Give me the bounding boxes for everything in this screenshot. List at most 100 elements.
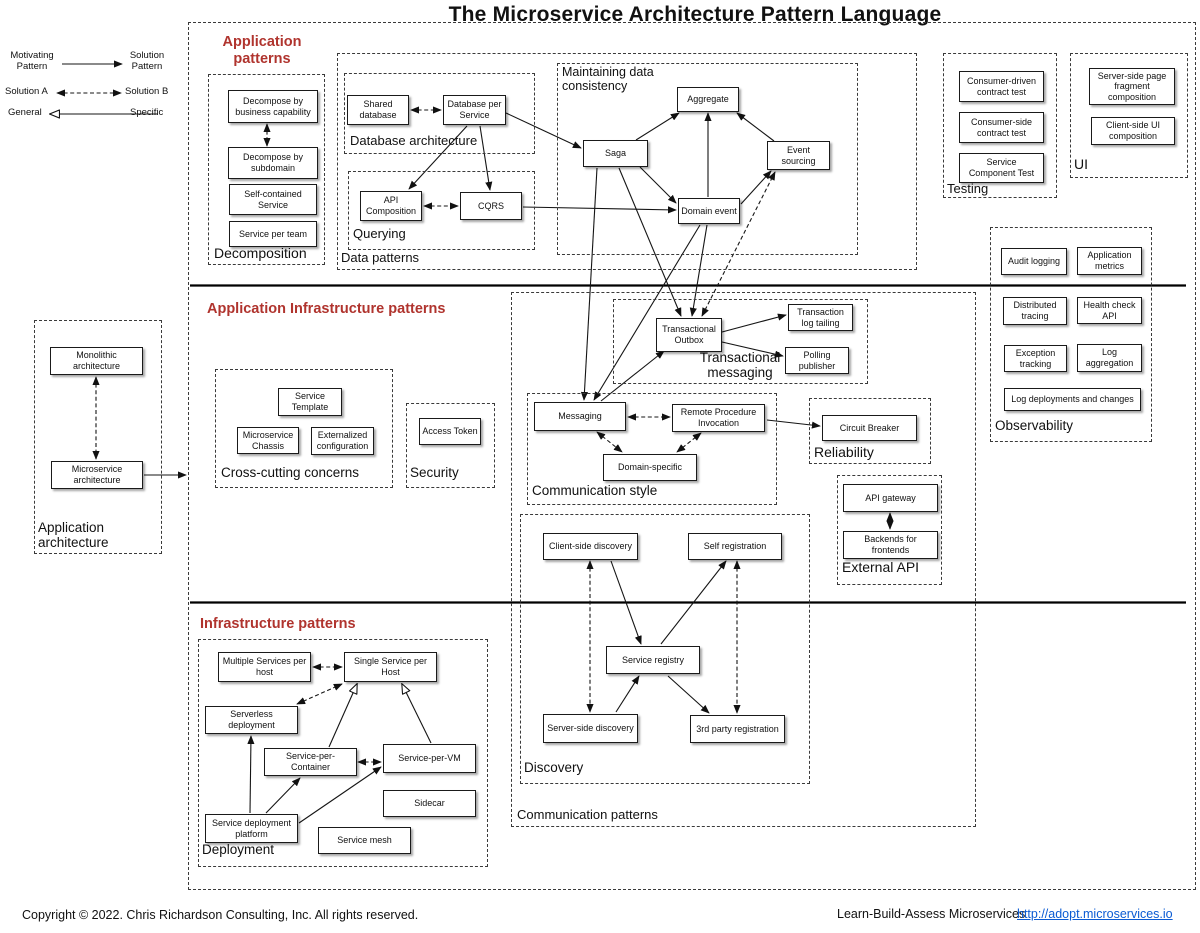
page-title: The Microservice Architecture Pattern La… bbox=[420, 3, 970, 27]
pattern-service-per-container: Service-per-Container bbox=[264, 748, 357, 776]
group-reliability bbox=[809, 398, 931, 464]
pattern-access-token: Access Token bbox=[419, 418, 481, 445]
label-observability: Observability bbox=[995, 418, 1074, 433]
pattern-exception-tracking: Exception tracking bbox=[1004, 345, 1067, 372]
pattern-serverless-deployment: Serverless deployment bbox=[205, 706, 298, 734]
pattern-self-registration: Self registration bbox=[688, 533, 782, 560]
group-decomposition bbox=[208, 74, 325, 265]
pattern-event-sourcing: Event sourcing bbox=[767, 141, 830, 170]
pattern-transactional-outbox: Transactional Outbox bbox=[656, 318, 722, 352]
group-transactional-messaging bbox=[613, 299, 868, 384]
pattern-service-deployment-platform: Service deployment platform bbox=[205, 814, 298, 843]
pattern-server-side-page-fragment-composition: Server-side page fragment composition bbox=[1089, 68, 1175, 105]
pattern-api-composition: API Composition bbox=[360, 191, 422, 221]
pattern-polling-publisher: Polling publisher bbox=[785, 347, 849, 374]
label-reliability: Reliability bbox=[814, 444, 874, 460]
pattern-consumer-driven-contract-test: Consumer-driven contract test bbox=[959, 71, 1044, 102]
pattern-remote-procedure-invocation: Remote Procedure Invocation bbox=[672, 404, 765, 432]
pattern-single-service-per-host: Single Service per Host bbox=[344, 652, 437, 682]
label-maintaining-data-consistency: Maintaining data consistency bbox=[562, 65, 654, 93]
legend-solution-pattern: Solution Pattern bbox=[129, 50, 165, 72]
pattern-transaction-log-tailing: Transaction log tailing bbox=[788, 304, 853, 331]
legend-solution-a: Solution A bbox=[5, 86, 48, 97]
group-deployment bbox=[198, 639, 488, 867]
group-querying bbox=[348, 171, 535, 250]
pattern-service-mesh: Service mesh bbox=[318, 827, 411, 854]
group-data-patterns bbox=[337, 53, 917, 270]
pattern-circuit-breaker: Circuit Breaker bbox=[822, 415, 917, 441]
label-data-patterns: Data patterns bbox=[341, 250, 420, 265]
group-security bbox=[406, 403, 495, 488]
group-testing bbox=[943, 53, 1057, 198]
group-communication-patterns bbox=[511, 292, 976, 827]
pattern-3rd-party-registration: 3rd party registration bbox=[690, 715, 785, 743]
pattern-multiple-services-per-host: Multiple Services per host bbox=[218, 652, 311, 682]
pattern-decompose-by-subdomain: Decompose by subdomain bbox=[228, 147, 318, 179]
pattern-saga: Saga bbox=[583, 140, 648, 167]
pattern-service-per-team: Service per team bbox=[229, 221, 317, 247]
label-transactional-messaging: Transactional messaging bbox=[699, 350, 781, 380]
pattern-service-per-vm: Service-per-VM bbox=[383, 744, 476, 773]
pattern-messaging: Messaging bbox=[534, 402, 626, 431]
label-discovery: Discovery bbox=[524, 760, 584, 775]
group-maintaining-data-consistency bbox=[557, 63, 858, 255]
group-cross-cutting-concerns bbox=[215, 369, 393, 488]
pattern-service-component-test: Service Component Test bbox=[959, 153, 1044, 183]
pattern-externalized-configuration: Externalized configuration bbox=[311, 427, 374, 455]
group-external-api bbox=[837, 475, 942, 585]
label-querying: Querying bbox=[353, 226, 406, 241]
pattern-distributed-tracing: Distributed tracing bbox=[1003, 297, 1067, 325]
group-communication-style bbox=[527, 393, 777, 505]
label-external-api: External API bbox=[842, 559, 920, 575]
section-infrastructure-patterns: Infrastructure patterns bbox=[200, 616, 356, 632]
label-cross-cutting-concerns: Cross-cutting concerns bbox=[221, 465, 360, 480]
group-discovery bbox=[520, 514, 810, 784]
pattern-shared-database: Shared database bbox=[347, 95, 409, 125]
pattern-service-registry: Service registry bbox=[606, 646, 700, 674]
pattern-log-aggregation: Log aggregation bbox=[1077, 344, 1142, 372]
pattern-microservice-chassis: Microservice Chassis bbox=[237, 427, 299, 454]
group-pattern-language bbox=[188, 22, 1196, 890]
pattern-domain-specific: Domain-specific bbox=[603, 454, 697, 481]
pattern-aggregate: Aggregate bbox=[677, 87, 739, 112]
pattern-monolithic-architecture: Monolithic architecture bbox=[50, 347, 143, 375]
label-security: Security bbox=[410, 465, 459, 480]
footer-tagline: Learn-Build-Assess Microservices bbox=[837, 907, 1026, 921]
label-decomposition: Decomposition bbox=[214, 245, 307, 261]
pattern-api-gateway: API gateway bbox=[843, 484, 938, 512]
section-application-infrastructure-patterns: Application Infrastructure patterns bbox=[207, 301, 446, 317]
pattern-domain-event: Domain event bbox=[678, 198, 740, 224]
pattern-health-check-api: Health check API bbox=[1077, 297, 1142, 324]
pattern-consumer-side-contract-test: Consumer-side contract test bbox=[959, 112, 1044, 143]
legend-motivating-pattern: Motivating Pattern bbox=[10, 50, 54, 72]
group-ui bbox=[1070, 53, 1188, 178]
label-database-architecture: Database architecture bbox=[350, 133, 478, 148]
pattern-sidecar: Sidecar bbox=[383, 790, 476, 817]
label-deployment: Deployment bbox=[202, 842, 275, 857]
pattern-backends-for-frontends: Backends for frontends bbox=[843, 531, 938, 559]
pattern-client-side-discovery: Client-side discovery bbox=[543, 533, 638, 560]
label-testing: Testing bbox=[947, 181, 989, 196]
pattern-decompose-by-business-capability: Decompose by business capability bbox=[228, 90, 318, 123]
legend-specific: Specific bbox=[130, 107, 164, 118]
pattern-log-deployments-and-changes: Log deployments and changes bbox=[1004, 388, 1141, 411]
footer-link-adopt-microservices[interactable]: http://adopt.microservices.io bbox=[1017, 907, 1173, 921]
pattern-server-side-discovery: Server-side discovery bbox=[543, 714, 638, 743]
pattern-application-metrics: Application metrics bbox=[1077, 247, 1142, 275]
label-communication-style: Communication style bbox=[532, 483, 658, 498]
footer-copyright: Copyright © 2022. Chris Richardson Consu… bbox=[22, 908, 419, 922]
pattern-audit-logging: Audit logging bbox=[1001, 248, 1067, 275]
section-application-patterns: Application patterns bbox=[222, 34, 302, 67]
group-observability bbox=[990, 227, 1152, 442]
label-communication-patterns: Communication patterns bbox=[517, 807, 658, 822]
pattern-cqrs: CQRS bbox=[460, 192, 522, 220]
group-database-architecture bbox=[344, 73, 535, 154]
pattern-service-template: Service Template bbox=[278, 388, 342, 416]
pattern-database-per-service: Database per Service bbox=[443, 95, 506, 125]
legend-solution-b: Solution B bbox=[125, 86, 169, 97]
group-application-architecture bbox=[34, 320, 162, 554]
legend-general: General bbox=[8, 107, 42, 118]
label-application-architecture: Application architecture bbox=[38, 520, 109, 550]
label-ui: UI bbox=[1074, 156, 1088, 172]
